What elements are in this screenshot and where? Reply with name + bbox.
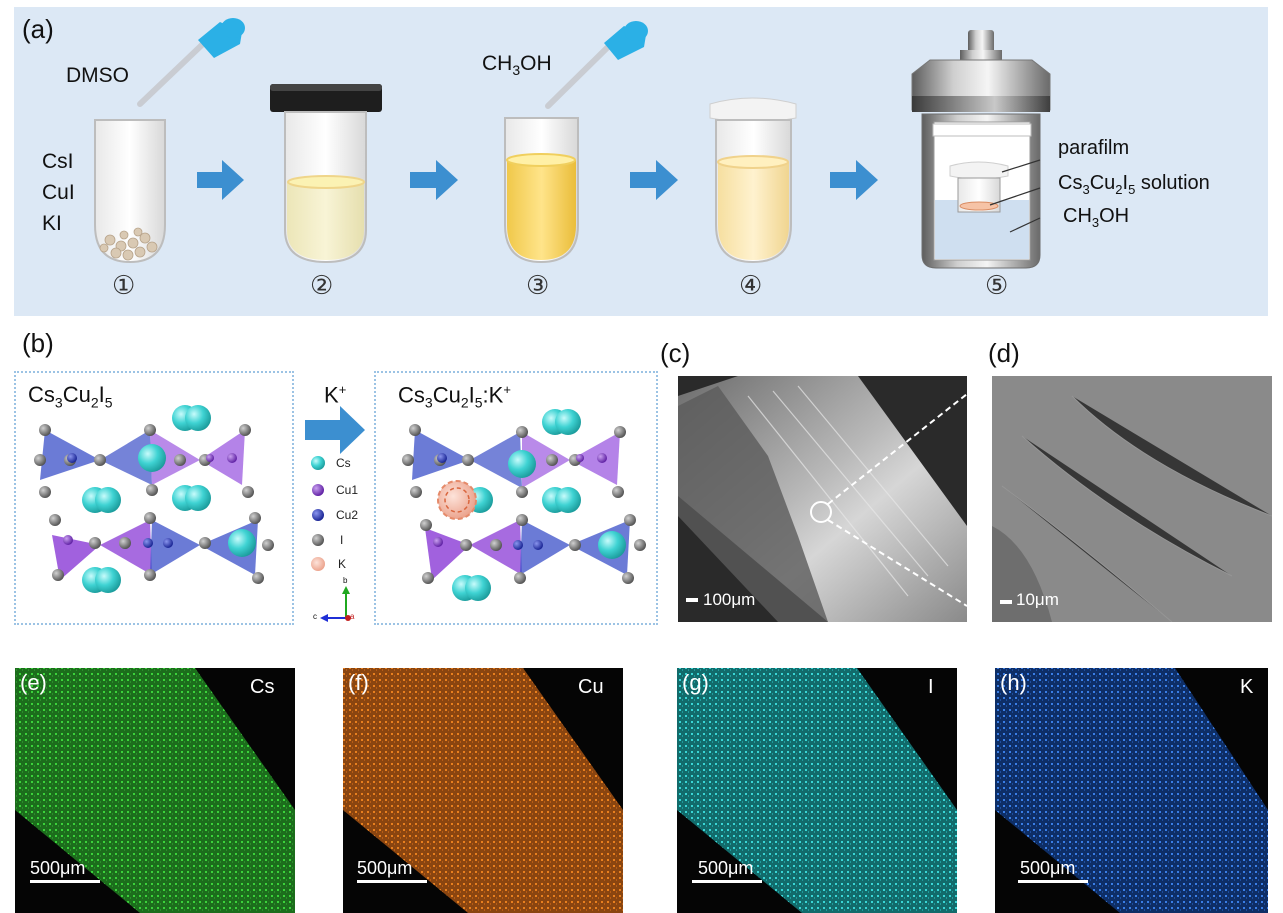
- map-cu: [343, 668, 623, 913]
- pristine-lattice: [34, 405, 274, 593]
- map-cu-element: Cu: [578, 676, 604, 698]
- doped-title: Cs3Cu2I5:K+: [398, 382, 511, 411]
- atom-legend: [311, 456, 325, 571]
- tube-1: [94, 119, 166, 264]
- dropper-icon: [545, 21, 648, 109]
- map-i: [677, 668, 957, 913]
- step-1: ①: [112, 271, 136, 301]
- structure-box-doped: [374, 371, 658, 625]
- sem-image-high-mag: [992, 376, 1272, 622]
- step-3: ③: [526, 271, 550, 301]
- map-cs: [15, 668, 295, 913]
- tube-2: [270, 84, 382, 264]
- step-4: ④: [739, 271, 763, 301]
- panel-f-label: (f): [348, 670, 369, 695]
- tube-4: [709, 97, 797, 264]
- reagent-cui: CuI: [42, 181, 75, 204]
- map-i-element: I: [928, 676, 934, 698]
- scale-bar-c: 100μm: [703, 590, 756, 609]
- sem-image-low-mag: [678, 376, 967, 622]
- legend-cs: Cs: [336, 456, 351, 470]
- pristine-title: Cs3Cu2I5: [28, 382, 113, 411]
- structure-box-pristine: [14, 371, 294, 625]
- tube-3: [504, 117, 579, 264]
- panel-g-label: (g): [682, 670, 709, 695]
- scale-bar-d: 10μm: [1016, 590, 1059, 609]
- reagent-ki: KI: [42, 212, 62, 235]
- crystal-structures: [34, 405, 646, 622]
- axis-c-label: c: [313, 612, 317, 621]
- panel-a-diagram: [94, 18, 1051, 269]
- scale-bar-g: 500μm: [698, 858, 754, 878]
- panel-d-label: (d): [988, 338, 1020, 368]
- panel-e-label: (e): [20, 670, 47, 695]
- eds-maps: [15, 668, 1268, 913]
- parafilm-label: parafilm: [1058, 137, 1130, 159]
- k-dopant-ion: [437, 480, 477, 520]
- axis-a-label: a: [350, 612, 355, 621]
- methanol-label: CH3OH: [482, 52, 552, 79]
- doped-lattice: [402, 409, 646, 601]
- scale-bar-e: 500μm: [30, 858, 86, 878]
- map-cs-element: Cs: [250, 676, 275, 698]
- panel-c-label: (c): [660, 338, 691, 368]
- reagent-list: CsI CuI KI: [42, 146, 75, 239]
- scale-bar-h: 500μm: [1020, 858, 1076, 878]
- autoclave-vessel: [911, 30, 1051, 269]
- legend-cu1: Cu1: [336, 483, 359, 497]
- doping-arrow: [305, 406, 365, 454]
- reagent-csi: CsI: [42, 150, 74, 173]
- map-k: [995, 668, 1268, 913]
- doping-arrow-label: K+: [324, 382, 347, 408]
- axis-indicator: [320, 586, 351, 622]
- panel-b-label: (b): [22, 328, 54, 358]
- solution-label: Cs3Cu2I5 solution: [1058, 172, 1210, 197]
- axis-b-label: b: [343, 576, 348, 585]
- map-k-element: K: [1240, 676, 1254, 698]
- ch3oh-annotation: CH3OH: [1063, 205, 1130, 230]
- scale-bar-f: 500μm: [357, 858, 413, 878]
- panel-h-label: (h): [1000, 670, 1027, 695]
- legend-k: K: [338, 557, 347, 571]
- legend-cu2: Cu2: [336, 508, 359, 522]
- panel-a-label: (a): [22, 14, 54, 44]
- process-arrows: [197, 160, 878, 200]
- dmso-label: DMSO: [66, 64, 129, 87]
- dropper-icon: [137, 18, 245, 107]
- legend-i: I: [340, 533, 344, 547]
- step-5: ⑤: [985, 271, 1009, 301]
- step-2: ②: [310, 271, 334, 301]
